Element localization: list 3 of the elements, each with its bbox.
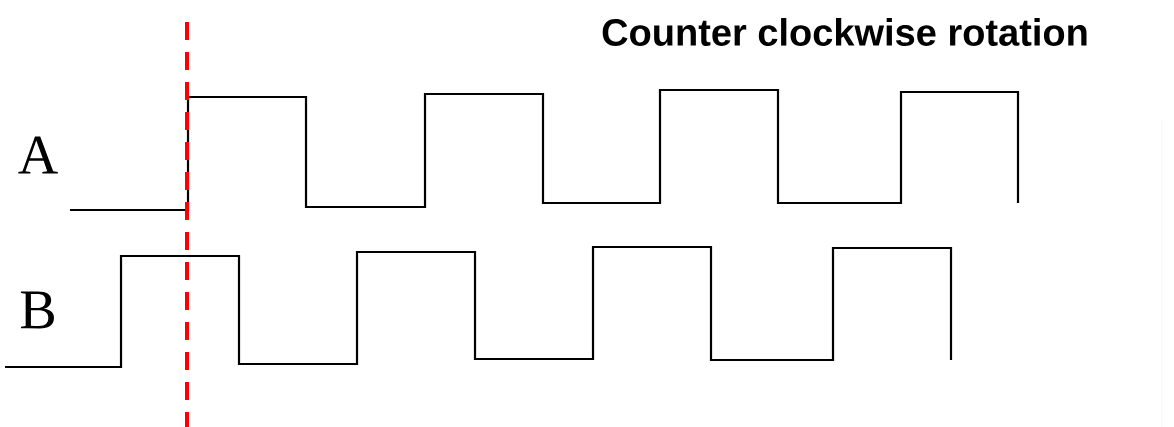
- signal-label: A: [18, 136, 58, 174]
- signal-label: B: [20, 291, 54, 329]
- title: Counter clockwise rotation: [602, 18, 1087, 46]
